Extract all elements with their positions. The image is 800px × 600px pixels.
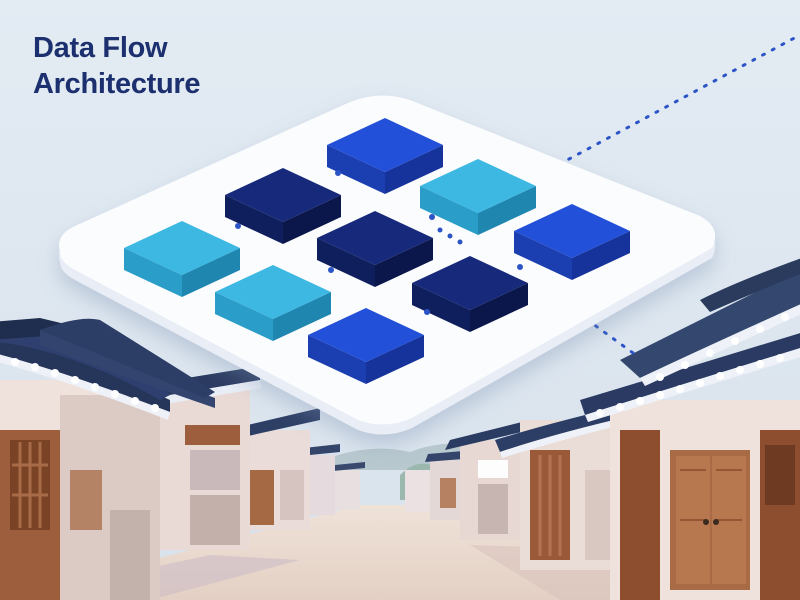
- block-left: [124, 221, 240, 297]
- block-right: [514, 204, 630, 280]
- page-title: Data Flow Architecture: [33, 30, 201, 102]
- block-upper-right: [420, 159, 536, 235]
- data-blocks: [124, 118, 630, 384]
- block-bottom: [308, 308, 424, 384]
- block-upper-left: [225, 168, 341, 244]
- connector-dotted-line: [528, 33, 800, 182]
- block-lower-right: [412, 256, 528, 332]
- title-line-2: Architecture: [33, 68, 201, 100]
- block-center: [317, 211, 433, 287]
- block-lower-left: [215, 265, 331, 341]
- block-connectors: [235, 170, 523, 315]
- left-hanok-row: [0, 318, 365, 600]
- block-top: [327, 118, 443, 194]
- title-line-1: Data Flow: [33, 32, 168, 64]
- right-hanok-row: [405, 258, 800, 600]
